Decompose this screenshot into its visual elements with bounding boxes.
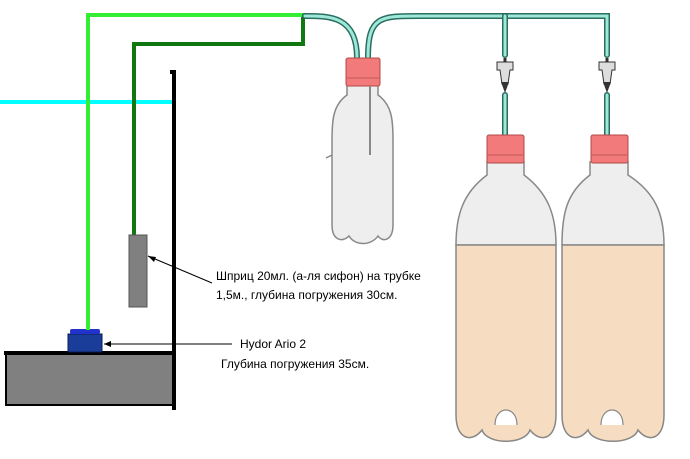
aquarium-right-wall (170, 70, 176, 410)
syringe-leader-line (147, 255, 213, 284)
big-bottle-left (455, 134, 557, 442)
big-bottle-right (561, 134, 665, 442)
syringe-tube (132, 17, 305, 236)
big-bottle-right-cap (590, 134, 629, 164)
big-bottle-left-cap (486, 134, 525, 164)
pump-air-tube (86, 13, 305, 330)
aquarium (0, 70, 176, 410)
check-valve-right (598, 58, 616, 93)
syringe-annotation-line2: 1,5м., глубина погружения 30см. (216, 288, 398, 302)
leader-lines (104, 255, 232, 347)
clear-tubing (302, 13, 610, 138)
hydor-pump (67, 329, 103, 353)
pump-depth-label: Глубина погружения 35см. (221, 357, 370, 371)
pump-name-label: Hydor Ario 2 (240, 337, 307, 351)
small-bottle (325, 57, 394, 245)
syringe-annotation-line1: Шприц 20мл. (а-ля сифон) на трубке (216, 269, 421, 283)
pump-body (67, 333, 103, 353)
gravel-bed (5, 352, 175, 406)
check-valve-left (496, 58, 514, 93)
syringe (128, 234, 148, 308)
small-bottle-cap (345, 57, 381, 87)
pump-cap (70, 329, 100, 334)
